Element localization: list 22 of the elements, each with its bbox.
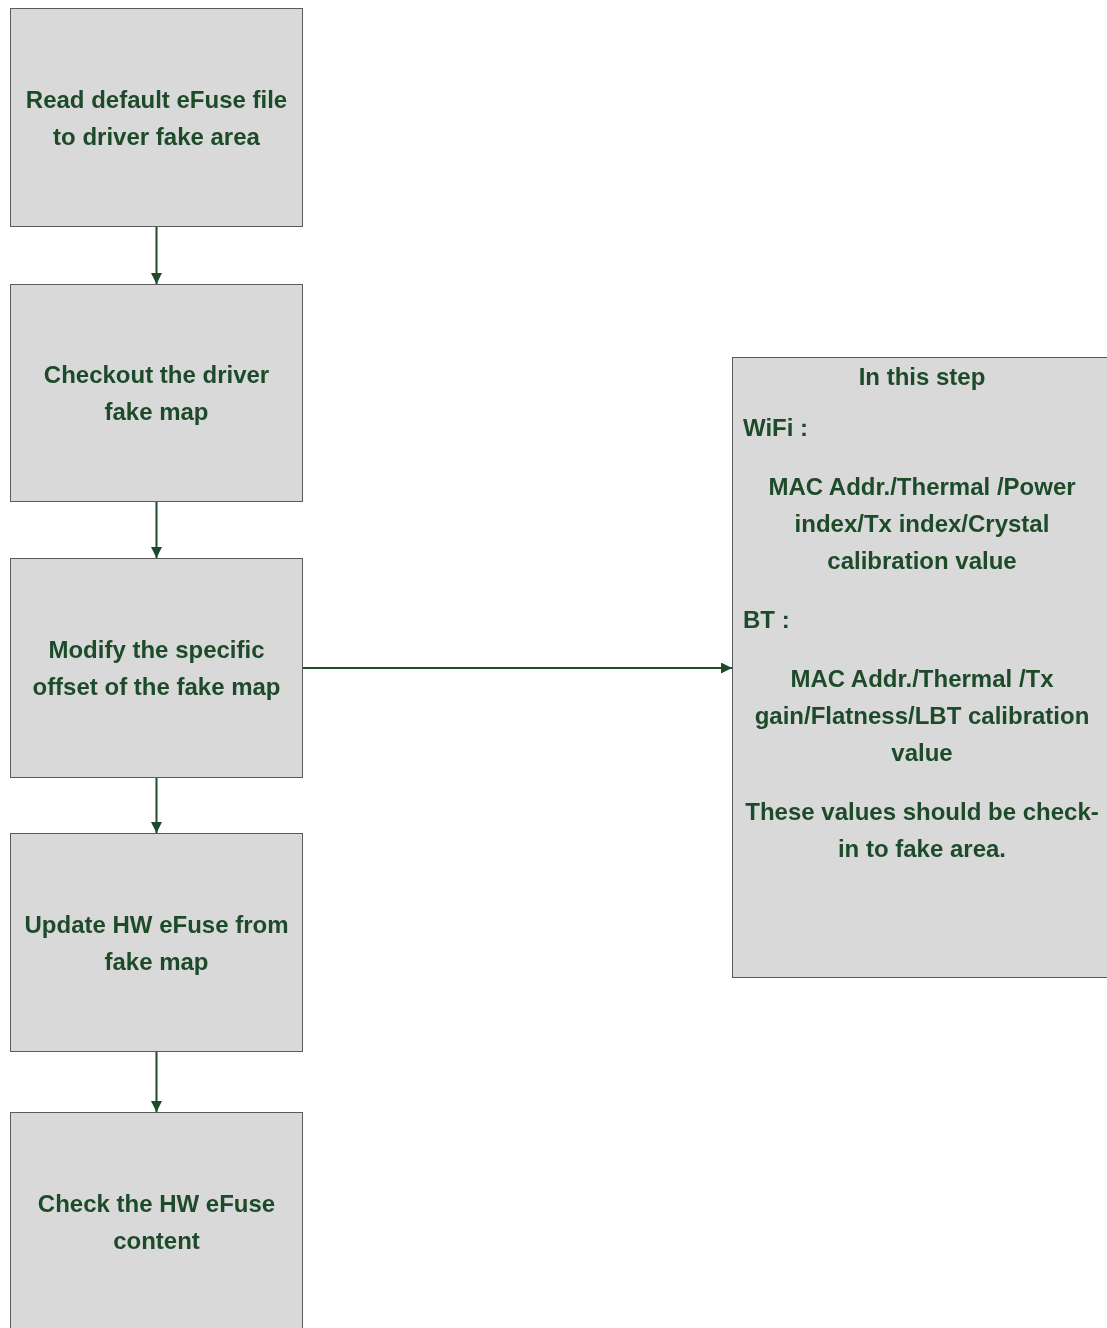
process-box xyxy=(10,8,303,227)
arrow xyxy=(151,777,162,834)
box-heading: In this step xyxy=(857,362,987,392)
box-text: MAC Addr./Thermal /Tx gain/Flatness/LBT calibration value xyxy=(753,664,1091,768)
process-box xyxy=(10,558,303,778)
box-text: MAC Addr./Thermal /Power index/Tx index/Crystal calibration value xyxy=(767,472,1077,576)
arrow xyxy=(151,501,162,559)
box-text: Modify the specific offset of the fake map xyxy=(31,635,282,702)
process-box xyxy=(10,833,303,1052)
section-label: WiFi : xyxy=(743,413,810,443)
box-text: Read default eFuse file to driver fake area xyxy=(24,84,289,152)
box-text: These values should be check-in to fake area. xyxy=(744,797,1100,864)
arrow xyxy=(151,226,162,285)
process-box xyxy=(732,357,1107,978)
process-box xyxy=(10,1112,303,1328)
process-box xyxy=(10,284,303,502)
section-label: BT : xyxy=(743,605,791,635)
box-text: Checkout the driver fake map xyxy=(42,360,271,427)
arrow xyxy=(302,662,733,674)
box-text: Check the HW eFuse content xyxy=(36,1189,277,1256)
box-text: Update HW eFuse from fake map xyxy=(23,909,290,977)
arrow xyxy=(151,1051,162,1113)
